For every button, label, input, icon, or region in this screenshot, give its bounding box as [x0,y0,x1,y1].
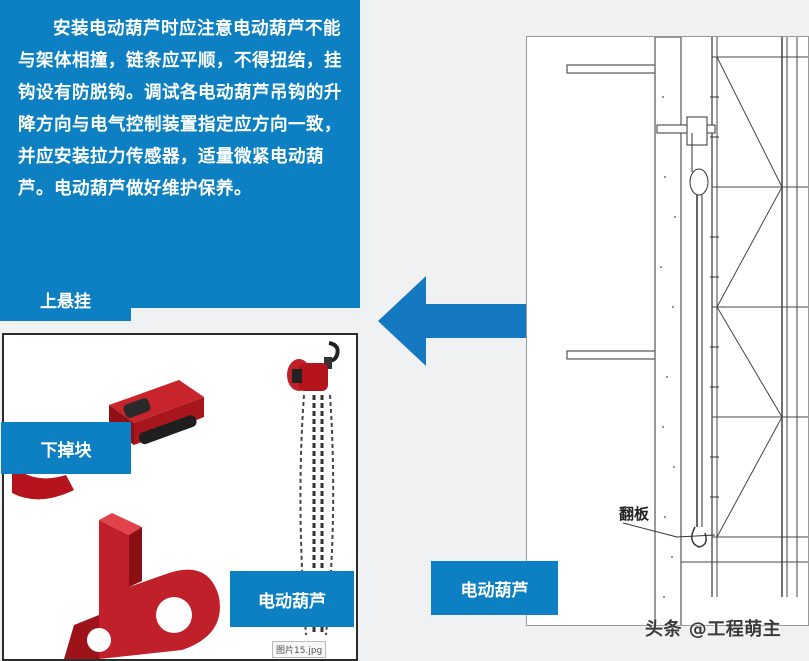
hoist-drawing-label: 电动葫芦 [431,561,558,615]
description-panel: 安装电动葫芦时应注意电动葫芦不能与架体相撞，链条应平顺，不得扭结，挂钩设有防脱钩… [0,0,360,308]
upper-hanger-label: 上悬挂 [0,277,131,321]
drawing-panel: 翻板 [526,36,809,626]
left-arrow-icon [378,276,630,366]
drop-block-image [64,513,220,659]
hoist-photo-label: 电动葫芦 [230,571,354,627]
photo-caption: 图片15.jpg [272,641,327,658]
parts-photo [12,341,340,659]
installation-drawing: 翻板 [566,37,808,625]
flip-plate-label: 翻板 [619,505,650,523]
drop-block-label: 下掉块 [1,422,131,474]
watermark: 头条 @工程萌主 [645,619,782,640]
description-text: 安装电动葫芦时应注意电动葫芦不能与架体相撞，链条应平顺，不得扭结，挂钩设有防脱钩… [18,19,342,199]
